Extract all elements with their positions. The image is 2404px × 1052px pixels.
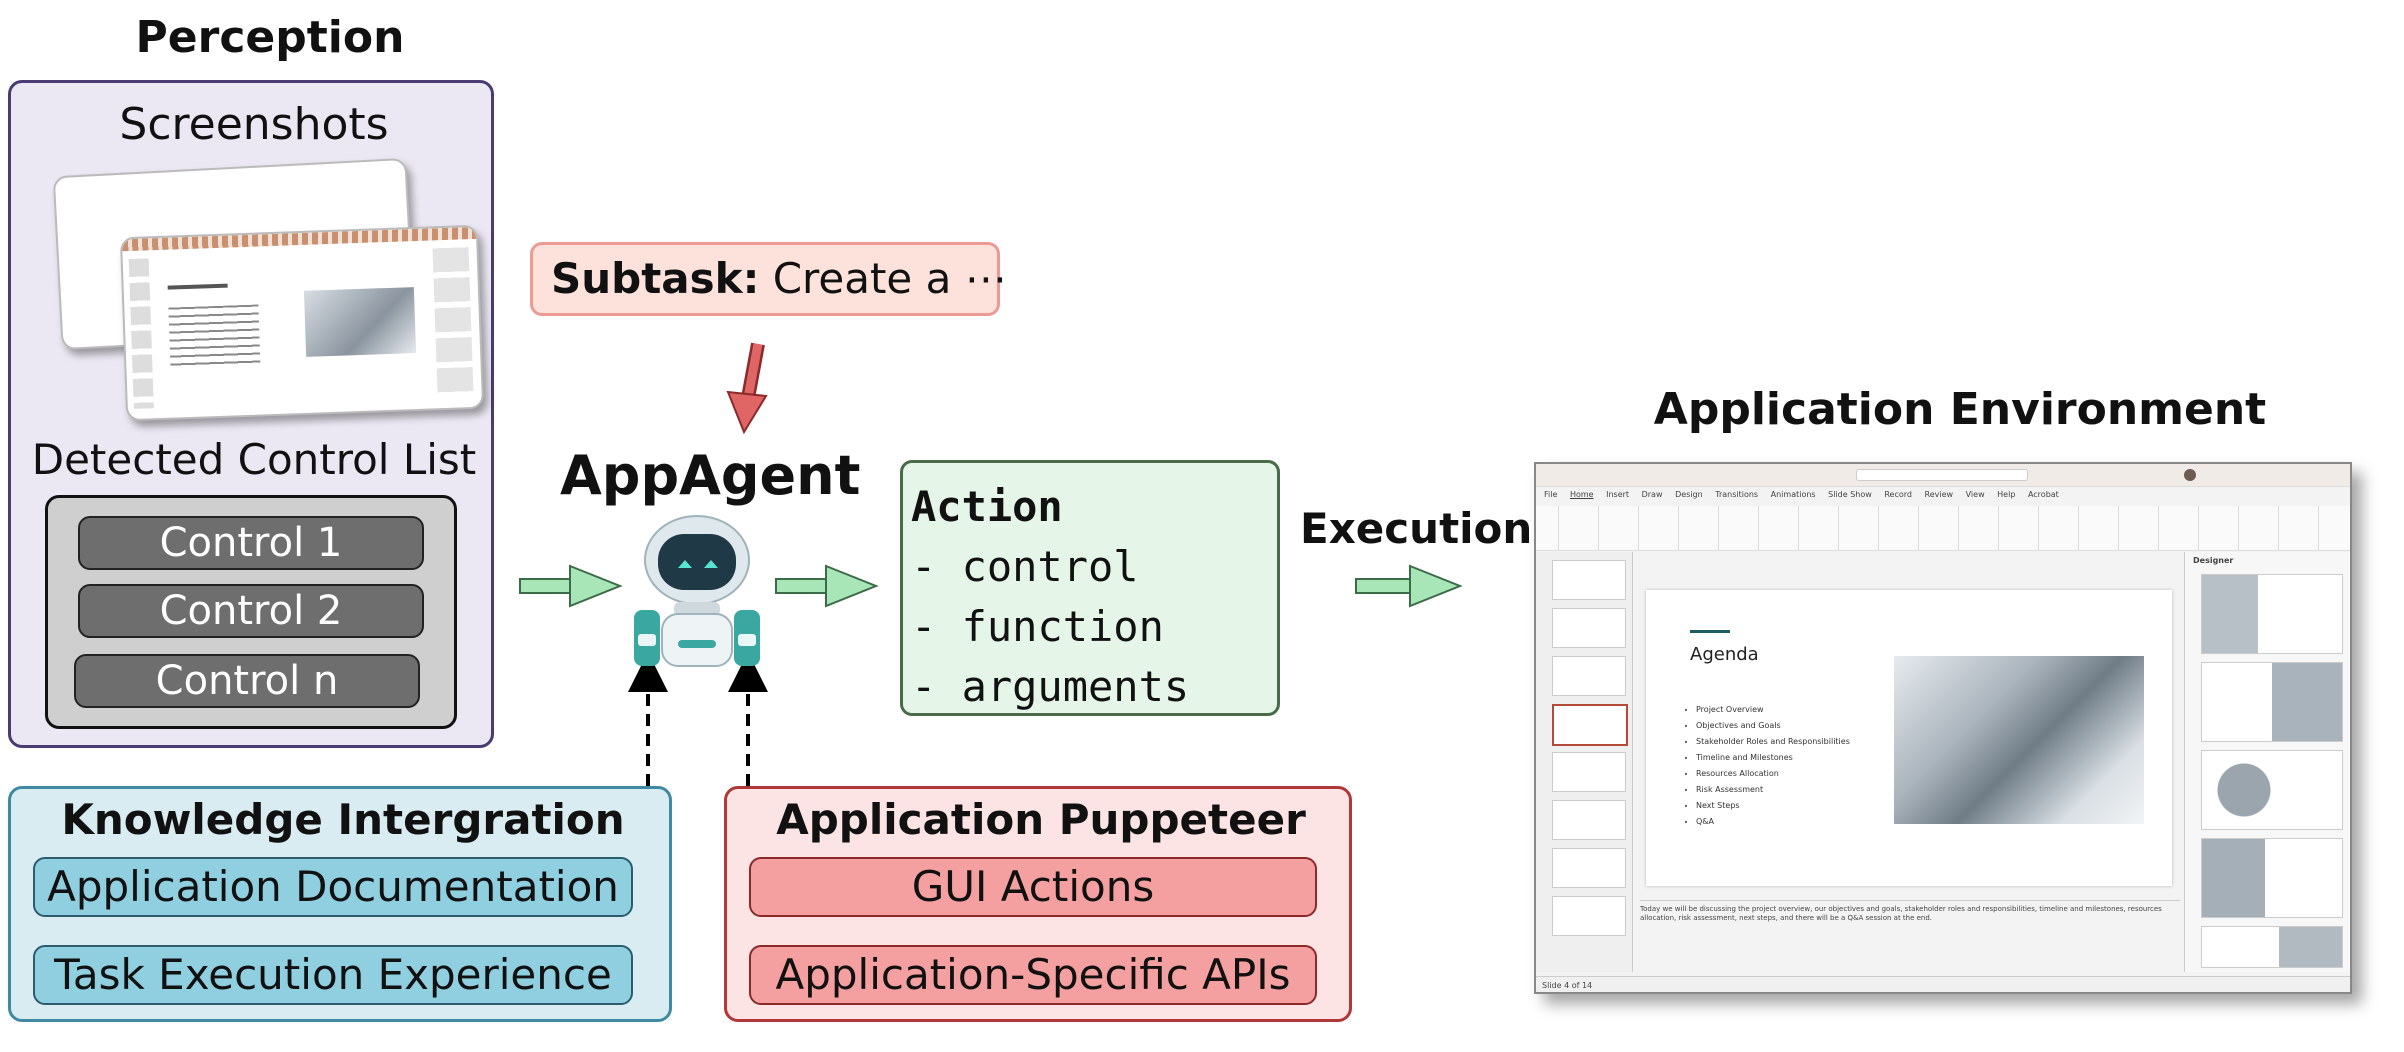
ribbon-tab-help[interactable]: Help xyxy=(1997,490,2016,499)
application-puppeteer-panel: Application Puppeteer GUI Actions Applic… xyxy=(724,786,1352,1022)
application-environment-title: Application Environment xyxy=(1653,384,2267,435)
agenda-item: Risk Assessment xyxy=(1696,782,1850,798)
action-item-function: - function xyxy=(911,602,1164,651)
action-box: Action - control - function - arguments xyxy=(900,460,1280,716)
control-item-n: Control n xyxy=(74,654,420,708)
ribbon-tab-record[interactable]: Record xyxy=(1884,490,1912,499)
ribbon-tabs: File Home Insert Draw Design Transitions… xyxy=(1544,490,2344,504)
speaker-notes[interactable]: Today we will be discussing the project … xyxy=(1640,900,2180,941)
subtask-arrow xyxy=(726,342,768,435)
detected-control-list-label: Detected Control List xyxy=(31,435,477,484)
status-bar: Slide 4 of 14 xyxy=(1536,976,2350,992)
ribbon-tab-design[interactable]: Design xyxy=(1675,490,1703,499)
ribbon-toolbar[interactable] xyxy=(1536,506,2350,551)
control-item-1: Control 1 xyxy=(78,516,424,570)
designer-pane[interactable]: Designer xyxy=(2184,552,2350,972)
app-title-bar xyxy=(1536,464,2350,487)
agenda-item: Q&A xyxy=(1696,814,1850,830)
application-documentation-item: Application Documentation xyxy=(33,857,633,917)
control-list: Control 1 Control 2 Control n xyxy=(45,495,457,729)
execution-label: Execution xyxy=(1300,504,1533,553)
knowledge-title: Knowledge Intergration xyxy=(61,795,625,844)
ribbon-tab-file[interactable]: File xyxy=(1544,490,1558,499)
agenda-item: Stakeholder Roles and Responsibilities xyxy=(1696,734,1850,750)
screenshots-label: Screenshots xyxy=(119,99,389,150)
ribbon-tab-transitions[interactable]: Transitions xyxy=(1715,490,1759,499)
ribbon-tab-insert[interactable]: Insert xyxy=(1606,490,1630,499)
agent-to-action-arrow xyxy=(775,564,879,608)
ribbon-tab-review[interactable]: Review xyxy=(1924,490,1954,499)
ribbon-tab-animations[interactable]: Animations xyxy=(1770,490,1816,499)
ribbon-tab-draw[interactable]: Draw xyxy=(1641,490,1663,499)
agenda-item: Objectives and Goals xyxy=(1696,718,1850,734)
robot-icon xyxy=(634,515,760,667)
ribbon-tab-acrobat[interactable]: Acrobat xyxy=(2027,490,2059,499)
ribbon-tab-slide-show[interactable]: Slide Show xyxy=(1828,490,1872,499)
application-specific-apis-item: Application-Specific APIs xyxy=(749,945,1317,1005)
perception-title: Perception xyxy=(135,12,405,63)
agenda-list: Project Overview Objectives and Goals St… xyxy=(1686,702,1850,830)
slide-thumbnail-pane[interactable] xyxy=(1536,552,1633,972)
action-header: Action xyxy=(911,482,1063,531)
puppeteer-title: Application Puppeteer xyxy=(776,795,1306,844)
action-item-control: - control xyxy=(911,542,1139,591)
perception-panel: Screenshots Detected Control List Contro… xyxy=(8,80,494,748)
application-window-screenshot: File Home Insert Draw Design Transitions… xyxy=(1534,462,2352,994)
agenda-item: Resources Allocation xyxy=(1696,766,1850,782)
subtask-box: Subtask: Create a ⋯ xyxy=(530,242,1007,316)
agenda-item: Timeline and Milestones xyxy=(1696,750,1850,766)
action-item-arguments: - arguments xyxy=(911,662,1190,711)
perception-to-agent-arrow xyxy=(519,564,623,608)
slide-photo xyxy=(1894,656,2144,824)
control-item-2: Control 2 xyxy=(78,584,424,638)
appagent-title: AppAgent xyxy=(560,444,861,507)
task-execution-experience-item: Task Execution Experience xyxy=(33,945,633,1005)
agenda-item: Project Overview xyxy=(1696,702,1850,718)
subtask-text: Create a ⋯ xyxy=(772,254,1007,303)
gui-actions-item: GUI Actions xyxy=(749,857,1317,917)
slide-canvas[interactable]: Agenda Project Overview Objectives and G… xyxy=(1646,590,2172,886)
status-slide-count: Slide 4 of 14 xyxy=(1542,981,1593,990)
subtask-label: Subtask: xyxy=(551,254,760,303)
ribbon-tab-view[interactable]: View xyxy=(1965,490,1985,499)
knowledge-integration-panel: Knowledge Intergration Application Docum… xyxy=(8,786,672,1022)
designer-label: Designer xyxy=(2193,556,2234,565)
slide-title: Agenda xyxy=(1690,644,1759,665)
execution-arrow xyxy=(1355,564,1463,608)
agenda-item: Next Steps xyxy=(1696,798,1850,814)
ribbon-tab-home[interactable]: Home xyxy=(1569,490,1594,499)
